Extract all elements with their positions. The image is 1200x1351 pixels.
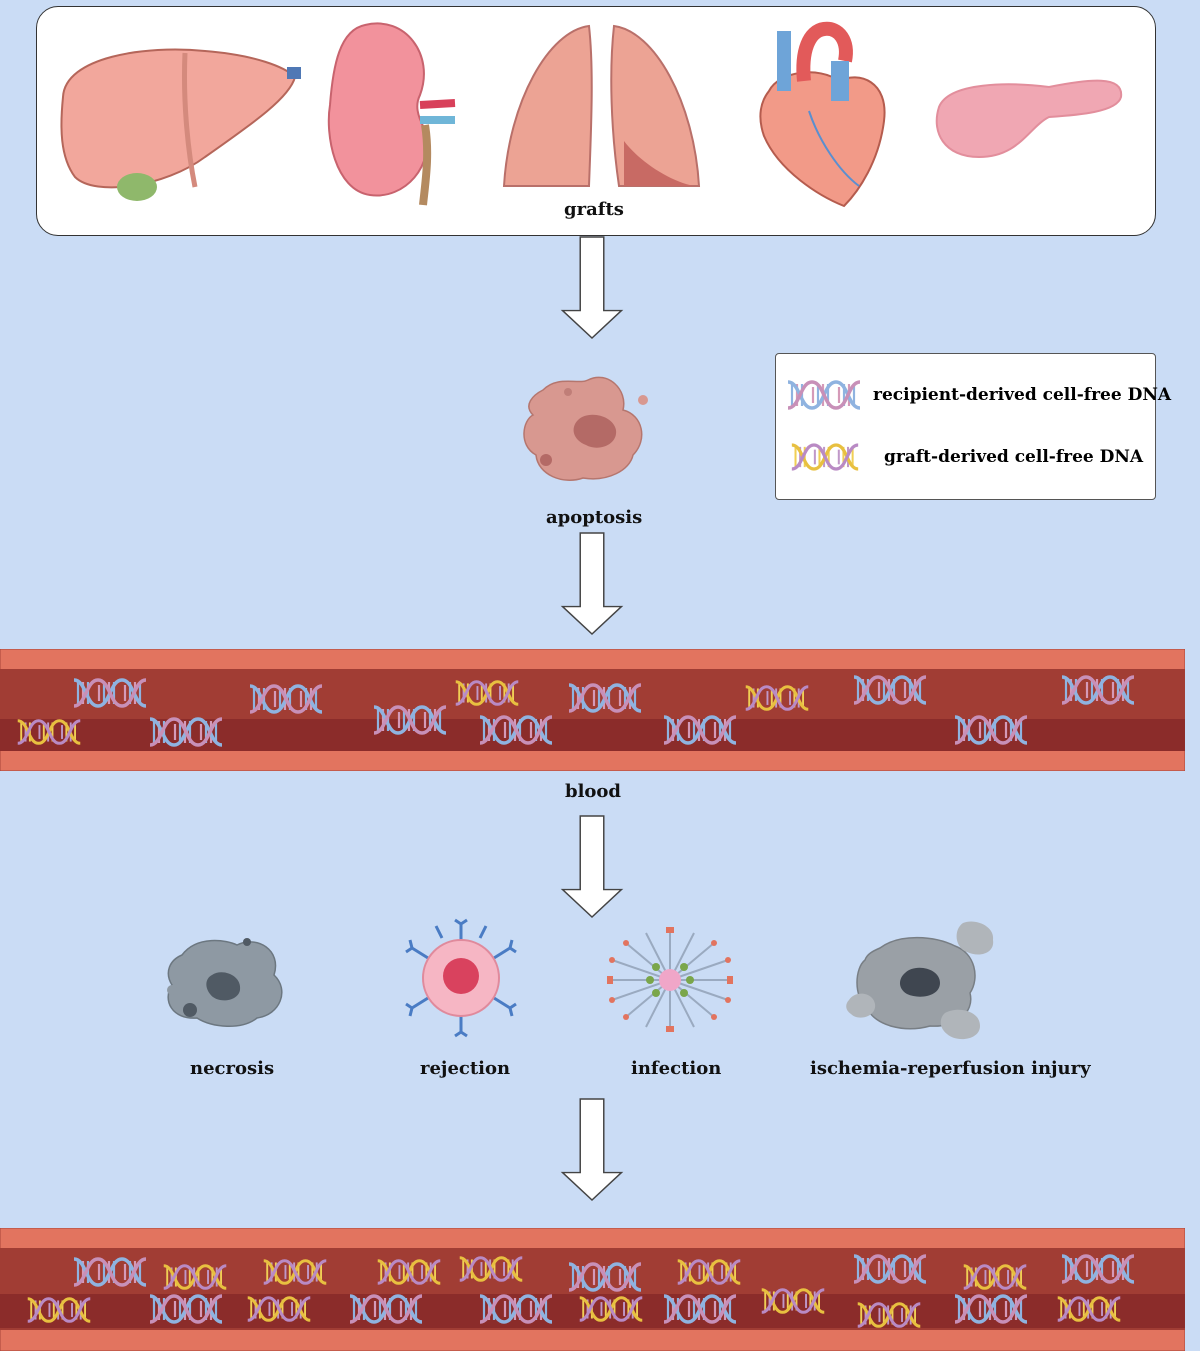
blood-vessel-after — [0, 1228, 1185, 1351]
apoptotic-cell-icon — [523, 376, 648, 481]
necrosis-label: necrosis — [190, 1058, 275, 1079]
lungs-icon — [502, 24, 701, 187]
down-arrow-icon — [560, 532, 624, 636]
heart-icon — [759, 21, 886, 208]
necrotic-cell-icon — [167, 938, 283, 1027]
legend: recipient-derived cell-free DNA graft-de… — [775, 353, 1171, 500]
kidney-icon — [327, 22, 456, 206]
pancreas-icon — [935, 79, 1123, 159]
apoptosis-label: apoptosis — [546, 507, 643, 528]
rejection-label: rejection — [420, 1058, 511, 1079]
down-arrow-icon — [560, 815, 624, 919]
down-arrow-icon — [560, 236, 624, 340]
graft-dna-icon — [790, 440, 860, 474]
blood-vessel-before — [0, 649, 1185, 771]
grafts-label: grafts — [564, 199, 624, 220]
legend-recipient-label: recipient-derived cell-free DNA — [873, 385, 1172, 405]
legend-graft-label: graft-derived cell-free DNA — [884, 447, 1144, 467]
recipient-dna-icon — [786, 378, 862, 412]
infection-label: infection — [631, 1058, 722, 1079]
ischemia-reperfusion-injury-label: ischemia-reperfusion injury — [810, 1058, 1091, 1079]
blood-label: blood — [565, 781, 622, 802]
immune-cell-icon — [405, 918, 517, 1038]
down-arrow-icon — [560, 1098, 624, 1202]
injured-cell-icon — [846, 921, 994, 1040]
grafts-panel: grafts — [36, 6, 1156, 236]
liver-icon — [60, 48, 301, 201]
pathogen-icon — [607, 927, 733, 1032]
